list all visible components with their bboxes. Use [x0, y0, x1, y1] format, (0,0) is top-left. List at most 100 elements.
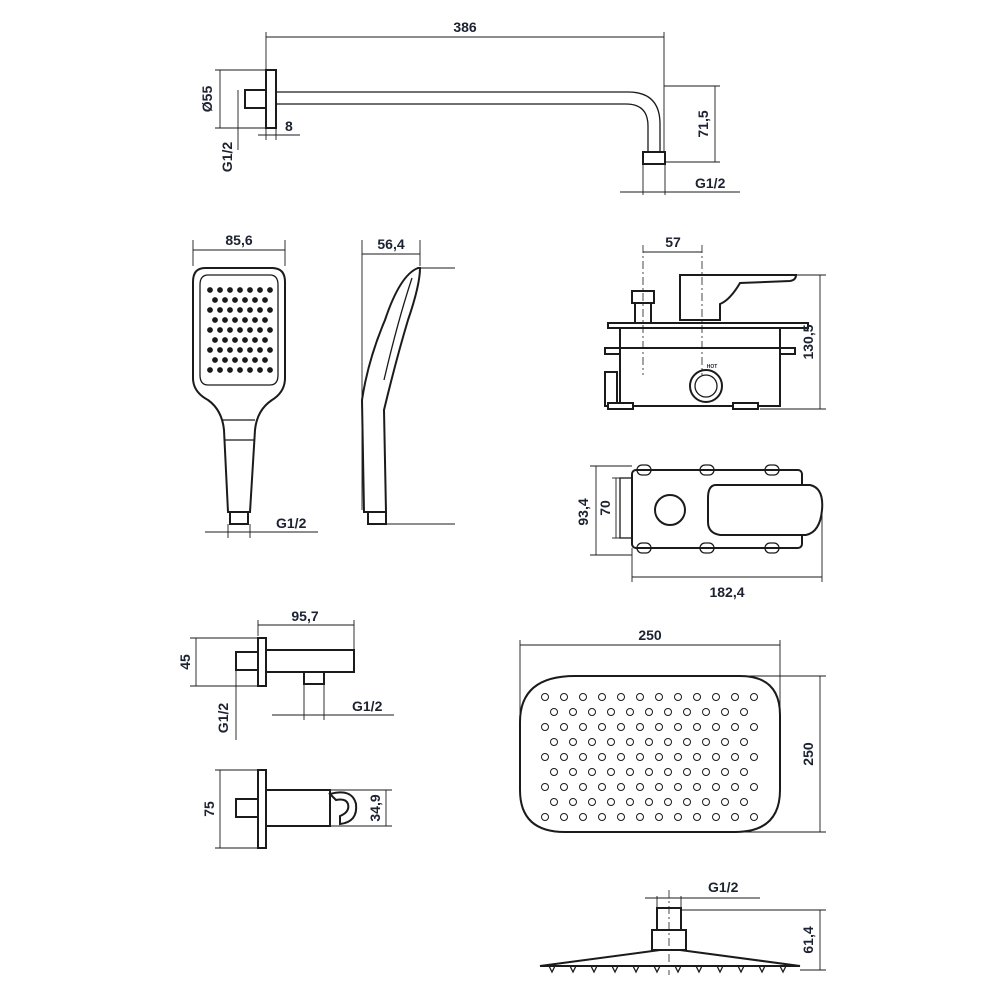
nozzle-dot — [252, 357, 258, 363]
nozzle-dot — [655, 783, 663, 791]
head-thread-label: G1/2 — [708, 879, 739, 895]
nozzle-dot — [636, 783, 644, 791]
nozzle-dot — [636, 693, 644, 701]
hand-width-label: 85,6 — [225, 232, 252, 248]
head-depth-label: 250 — [800, 742, 816, 766]
nozzle-dot — [541, 753, 549, 761]
nozzle-dot — [569, 708, 577, 716]
head-height-label: 61,4 — [800, 926, 816, 953]
nozzle-dot — [232, 337, 238, 343]
nozzle-dot — [237, 367, 243, 373]
nozzle-dot — [607, 768, 615, 776]
nozzle-dot — [693, 783, 701, 791]
nozzle-dot — [598, 723, 606, 731]
mixer-axis-label: 57 — [665, 234, 681, 250]
nozzle-dot — [227, 347, 233, 353]
nozzle-dot — [217, 347, 223, 353]
nozzle-dot — [731, 813, 739, 821]
nozzle-dot — [232, 317, 238, 323]
nozzle-dot — [683, 798, 691, 806]
nozzle-dot — [607, 798, 615, 806]
nozzle-tip — [758, 965, 766, 974]
nozzle-dot — [655, 693, 663, 701]
plate-height-label: 93,4 — [575, 498, 591, 525]
plate-inner-label: 70 — [597, 500, 613, 516]
arm-length-label: 386 — [453, 19, 477, 35]
nozzle-dot — [588, 768, 596, 776]
nozzle-tip — [653, 965, 661, 974]
nozzle-dot — [721, 708, 729, 716]
nozzle-dot — [550, 738, 558, 746]
nozzle-dot — [252, 337, 258, 343]
nozzle-dot — [227, 367, 233, 373]
nozzle-dot — [227, 307, 233, 313]
nozzle-dot — [267, 367, 273, 373]
nozzle-tip — [590, 965, 598, 974]
nozzle-dot — [712, 813, 720, 821]
nozzle-dot — [617, 753, 625, 761]
nozzle-dot — [702, 738, 710, 746]
outlet-wall-thread-label: G1/2 — [215, 703, 231, 734]
wall-outlet-drawing: 95,7 45 G1/2 G1/2 — [177, 608, 394, 740]
nozzle-dot — [212, 337, 218, 343]
head-shower-top-drawing: 250 250 — [519, 627, 826, 833]
nozzle-dot — [541, 783, 549, 791]
nozzle-dot — [588, 708, 596, 716]
nozzle-dot — [731, 783, 739, 791]
nozzle-dot — [207, 347, 213, 353]
nozzle-dot — [569, 738, 577, 746]
nozzle-dot — [702, 798, 710, 806]
nozzle-dot — [560, 693, 568, 701]
nozzle-dot — [588, 738, 596, 746]
nozzle-dot — [579, 693, 587, 701]
nozzle-dot — [693, 813, 701, 821]
nozzle-dot — [217, 307, 223, 313]
nozzle-dot — [217, 327, 223, 333]
nozzle-dot — [237, 287, 243, 293]
nozzle-dot — [617, 693, 625, 701]
nozzle-tip — [779, 965, 787, 974]
nozzle-dot — [257, 287, 263, 293]
nozzle-dot — [626, 768, 634, 776]
nozzle-dot — [227, 287, 233, 293]
nozzle-dot — [579, 813, 587, 821]
nozzle-dot — [740, 708, 748, 716]
nozzle-dot — [626, 798, 634, 806]
nozzle-dot — [550, 708, 558, 716]
nozzle-dot — [712, 693, 720, 701]
nozzle-dot — [242, 297, 248, 303]
nozzle-dot — [267, 287, 273, 293]
nozzle-dot — [550, 798, 558, 806]
nozzle-dot — [257, 327, 263, 333]
head-shower-side-drawing: G1/2 61,4 — [539, 879, 826, 975]
nozzle-dot — [683, 708, 691, 716]
mixer-height-label: 130,5 — [800, 324, 816, 359]
nozzle-dot — [560, 723, 568, 731]
nozzle-dot — [237, 347, 243, 353]
nozzle-dot — [655, 753, 663, 761]
nozzle-dot — [683, 738, 691, 746]
nozzle-dot — [217, 287, 223, 293]
nozzle-tip — [716, 965, 724, 974]
nozzle-dot — [579, 783, 587, 791]
nozzle-dot — [207, 367, 213, 373]
mixer-side-drawing: HOT 57 130,5 — [604, 234, 826, 410]
nozzle-dot — [740, 798, 748, 806]
nozzle-dot — [550, 768, 558, 776]
nozzle-dot — [247, 327, 253, 333]
nozzle-dot — [262, 297, 268, 303]
nozzle-dot — [645, 738, 653, 746]
nozzle-dot — [267, 347, 273, 353]
arm-wall-thread-label: G1/2 — [219, 142, 235, 173]
nozzle-dot — [222, 337, 228, 343]
plate-width-label: 182,4 — [709, 584, 744, 600]
nozzle-dot — [626, 738, 634, 746]
nozzle-dot — [731, 693, 739, 701]
nozzle-dot — [645, 768, 653, 776]
nozzle-dot — [237, 307, 243, 313]
nozzle-dot — [569, 798, 577, 806]
hand-thread-label: G1/2 — [276, 515, 307, 531]
nozzle-dot — [242, 337, 248, 343]
nozzle-dot — [721, 798, 729, 806]
nozzle-dot — [626, 708, 634, 716]
